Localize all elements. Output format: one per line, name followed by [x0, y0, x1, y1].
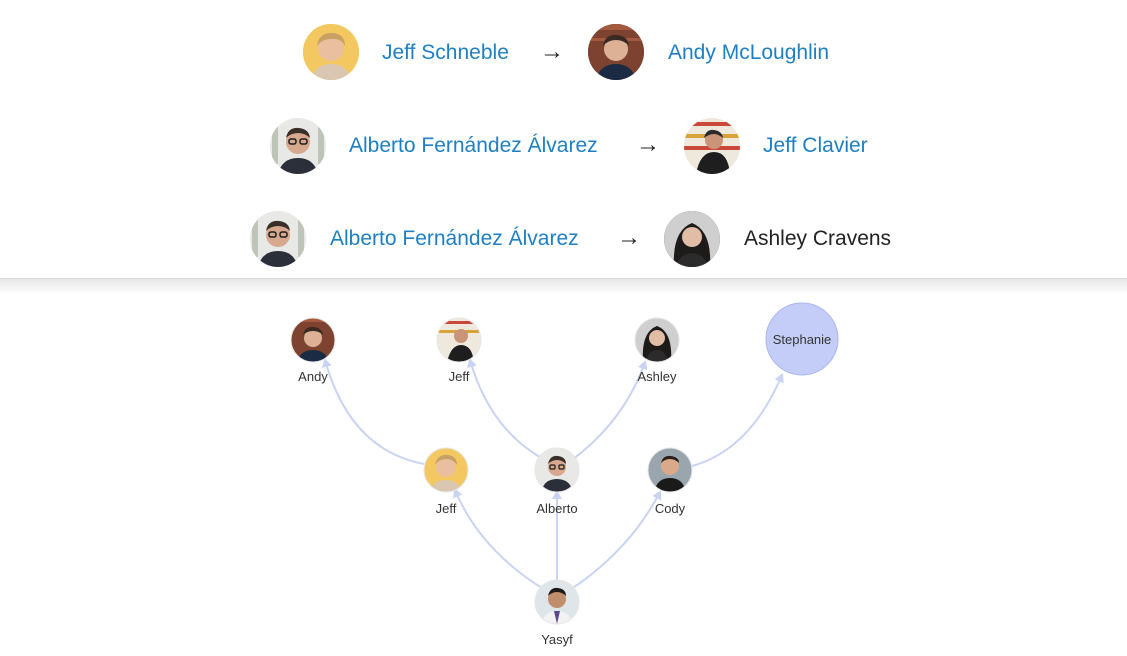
avatar-alberto[interactable]: [270, 118, 326, 174]
graph-edge: [467, 358, 546, 461]
graph-edge: [571, 360, 648, 461]
avatar-jeff-clavier[interactable]: [684, 118, 740, 174]
graph-edge: [322, 358, 425, 465]
graph-node-label: Stephanie: [773, 332, 832, 347]
avatar-alberto[interactable]: [250, 211, 306, 267]
section-divider: [0, 278, 1127, 294]
graph-node-label: Jeff: [436, 501, 457, 516]
graph-node-ashley[interactable]: [634, 317, 680, 363]
graph-edge: [569, 490, 662, 591]
intro-row: Alberto Fernández Álvarez → Jeff Clavier: [0, 115, 1127, 175]
avatar-ashley-cravens[interactable]: [664, 211, 720, 267]
graph-node-label: Ashley: [637, 369, 677, 384]
graph-node-cody[interactable]: [647, 447, 693, 493]
graph-edges: [322, 358, 784, 591]
avatar-andy-mcloughlin[interactable]: [588, 24, 644, 80]
graph-edge: [691, 373, 784, 467]
avatar-jeff-schneble[interactable]: [303, 24, 359, 80]
arrow-right-icon: →: [617, 224, 641, 251]
graph-node-label: Cody: [655, 501, 686, 516]
graph-node-jeff-clavier[interactable]: [436, 317, 482, 363]
from-name[interactable]: Alberto Fernández Álvarez: [349, 134, 598, 157]
introductions-panel: Jeff Schneble → Andy McLoughlin: [0, 0, 1127, 280]
from-name[interactable]: Jeff Schneble: [382, 41, 509, 64]
graph-node-label: Alberto: [536, 501, 577, 516]
to-name[interactable]: Jeff Clavier: [763, 134, 868, 157]
from-name[interactable]: Alberto Fernández Álvarez: [330, 227, 579, 250]
to-name: Ashley Cravens: [744, 227, 892, 250]
graph-node-andy[interactable]: [290, 317, 336, 363]
to-name[interactable]: Andy McLoughlin: [668, 41, 830, 64]
arrow-right-icon: →: [540, 38, 564, 65]
intro-row: Alberto Fernández Álvarez → Ashley Crave…: [0, 208, 1127, 268]
graph-node-stephanie[interactable]: Stephanie: [765, 302, 839, 376]
graph-node-alberto[interactable]: [534, 447, 580, 493]
graph-node-label: Jeff: [449, 369, 470, 384]
section-divider-line: [0, 278, 1127, 279]
connection-graph: Andy Jeff Ashley Stephanie: [290, 302, 839, 647]
graph-node-yasyf[interactable]: [534, 579, 580, 625]
arrow-right-icon: →: [636, 131, 660, 158]
graph-node-label: Yasyf: [541, 632, 573, 647]
graph-node-jeff-schneble[interactable]: [423, 447, 469, 493]
graph-edge: [453, 488, 546, 591]
graph-node-label: Andy: [298, 369, 328, 384]
intro-row: Jeff Schneble → Andy McLoughlin: [0, 22, 1127, 82]
